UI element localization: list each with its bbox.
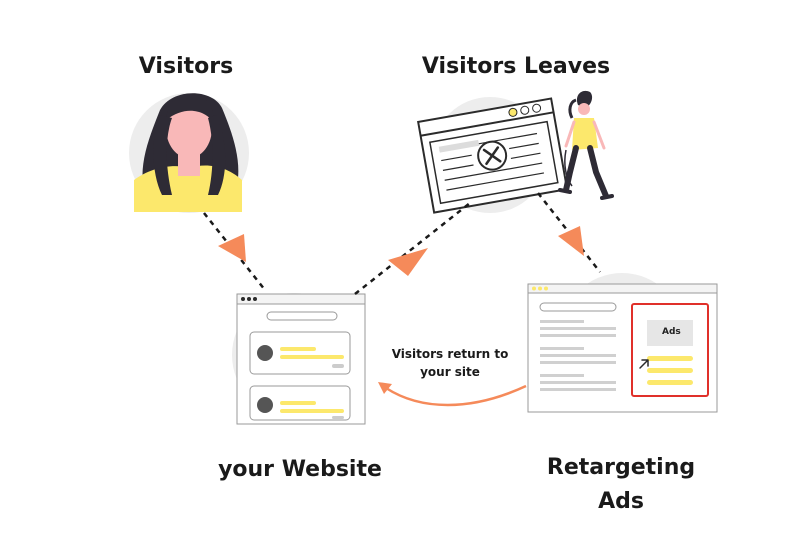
- flow-connectors: [203, 192, 601, 295]
- visitors-leaves-label: Visitors Leaves: [421, 54, 611, 79]
- walking-woman-icon: [558, 90, 614, 200]
- retargeting-label-line2: Ads: [598, 489, 644, 514]
- ads-box-label: Ads: [662, 327, 681, 337]
- visitor-woman-icon: [134, 93, 242, 212]
- return-arrow-icon: [385, 384, 527, 407]
- website-browser-icon: [236, 293, 366, 425]
- return-label-line2: your site: [420, 365, 480, 379]
- close-browser-icon: [417, 97, 569, 214]
- cursor-icon: [639, 359, 649, 369]
- your-website-label: your Website: [218, 457, 382, 482]
- return-arrowhead-icon: [378, 382, 392, 394]
- return-label-line1: Visitors return to: [391, 347, 509, 361]
- arrow-up-icon: [388, 248, 428, 276]
- arrow-down-1-icon: [218, 234, 246, 262]
- visitors-label: Visitors: [138, 54, 234, 79]
- retargeting-label-line1: Retargeting: [546, 455, 696, 480]
- arrow-down-2-icon: [558, 226, 584, 256]
- ads-browser-icon: [527, 283, 718, 413]
